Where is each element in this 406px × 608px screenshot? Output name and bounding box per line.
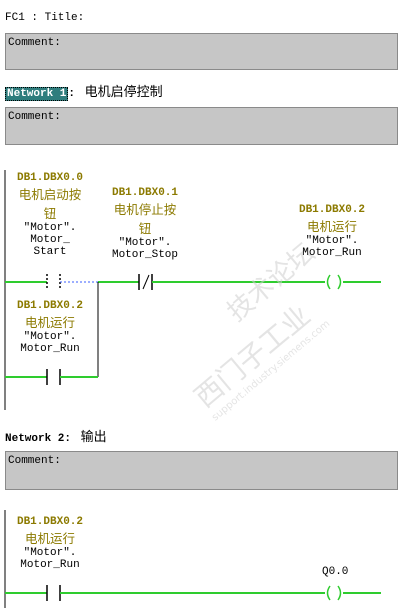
stop-db: "Motor". bbox=[118, 237, 172, 249]
run-coil-name: Motor_Run bbox=[302, 247, 362, 259]
n2-run-db: "Motor". bbox=[23, 547, 77, 559]
seal-symbol: 电机运行 bbox=[24, 315, 75, 330]
start-db: "Motor". bbox=[23, 222, 77, 234]
network-2-header[interactable]: Network 2: 输出 bbox=[5, 430, 107, 445]
block-comment-box[interactable]: Comment: bbox=[5, 33, 398, 70]
stop-name: Motor_Stop bbox=[111, 249, 178, 261]
seal-address: DB1.DBX0.2 bbox=[16, 300, 83, 312]
network-1-header[interactable]: Network 1: 电机启停控制 bbox=[5, 85, 163, 101]
block-title: FC1 : Title: bbox=[5, 12, 85, 24]
start-contact-label[interactable]: DB1.DBX0.0 电机启动按 钮 "Motor". Motor_ Start bbox=[2, 172, 98, 258]
n2-run-symbol: 电机运行 bbox=[24, 531, 75, 546]
seal-db: "Motor". bbox=[23, 331, 77, 343]
network-1-title: 电机启停控制 bbox=[84, 85, 163, 100]
run-coil-db: "Motor". bbox=[305, 235, 359, 247]
run-coil-symbol: 电机运行 bbox=[306, 219, 357, 234]
n2-run-address: DB1.DBX0.2 bbox=[16, 516, 83, 528]
stop-address: DB1.DBX0.1 bbox=[111, 187, 178, 199]
seal-name: Motor_Run bbox=[20, 343, 80, 355]
stop-contact-label[interactable]: DB1.DBX0.1 电机停止按 钮 "Motor". Motor_Stop bbox=[97, 187, 193, 261]
n2-run-contact-label[interactable]: DB1.DBX0.2 电机运行 "Motor". Motor_Run bbox=[2, 516, 98, 571]
seal-contact-label[interactable]: DB1.DBX0.2 电机运行 "Motor". Motor_Run bbox=[2, 300, 98, 355]
output-coil-address[interactable]: Q0.0 bbox=[322, 566, 349, 578]
network-1-label[interactable]: Network 1 bbox=[5, 87, 69, 101]
stop-symbol-line2: 钮 bbox=[138, 221, 152, 236]
run-coil-label[interactable]: DB1.DBX0.2 电机运行 "Motor". Motor_Run bbox=[284, 204, 380, 259]
network-2-comment-label: Comment: bbox=[8, 455, 61, 467]
n2-run-name: Motor_Run bbox=[20, 559, 80, 571]
start-name1: Motor_ bbox=[30, 234, 70, 246]
start-symbol-line2: 钮 bbox=[43, 206, 57, 221]
network-2-label[interactable]: Network 2 bbox=[5, 433, 65, 445]
start-address: DB1.DBX0.0 bbox=[16, 172, 83, 184]
stop-symbol-line1: 电机停止按 bbox=[113, 202, 177, 217]
network-1-comment-label: Comment: bbox=[8, 111, 61, 123]
network-2-title: 输出 bbox=[80, 430, 107, 445]
network-1-comment-box[interactable]: Comment: bbox=[5, 107, 398, 145]
block-comment-label: Comment: bbox=[8, 37, 61, 49]
start-name2: Start bbox=[33, 246, 67, 258]
run-coil-address: DB1.DBX0.2 bbox=[298, 204, 365, 216]
start-symbol-line1: 电机启动按 bbox=[18, 187, 82, 202]
network-2-comment-box[interactable]: Comment: bbox=[5, 451, 398, 490]
